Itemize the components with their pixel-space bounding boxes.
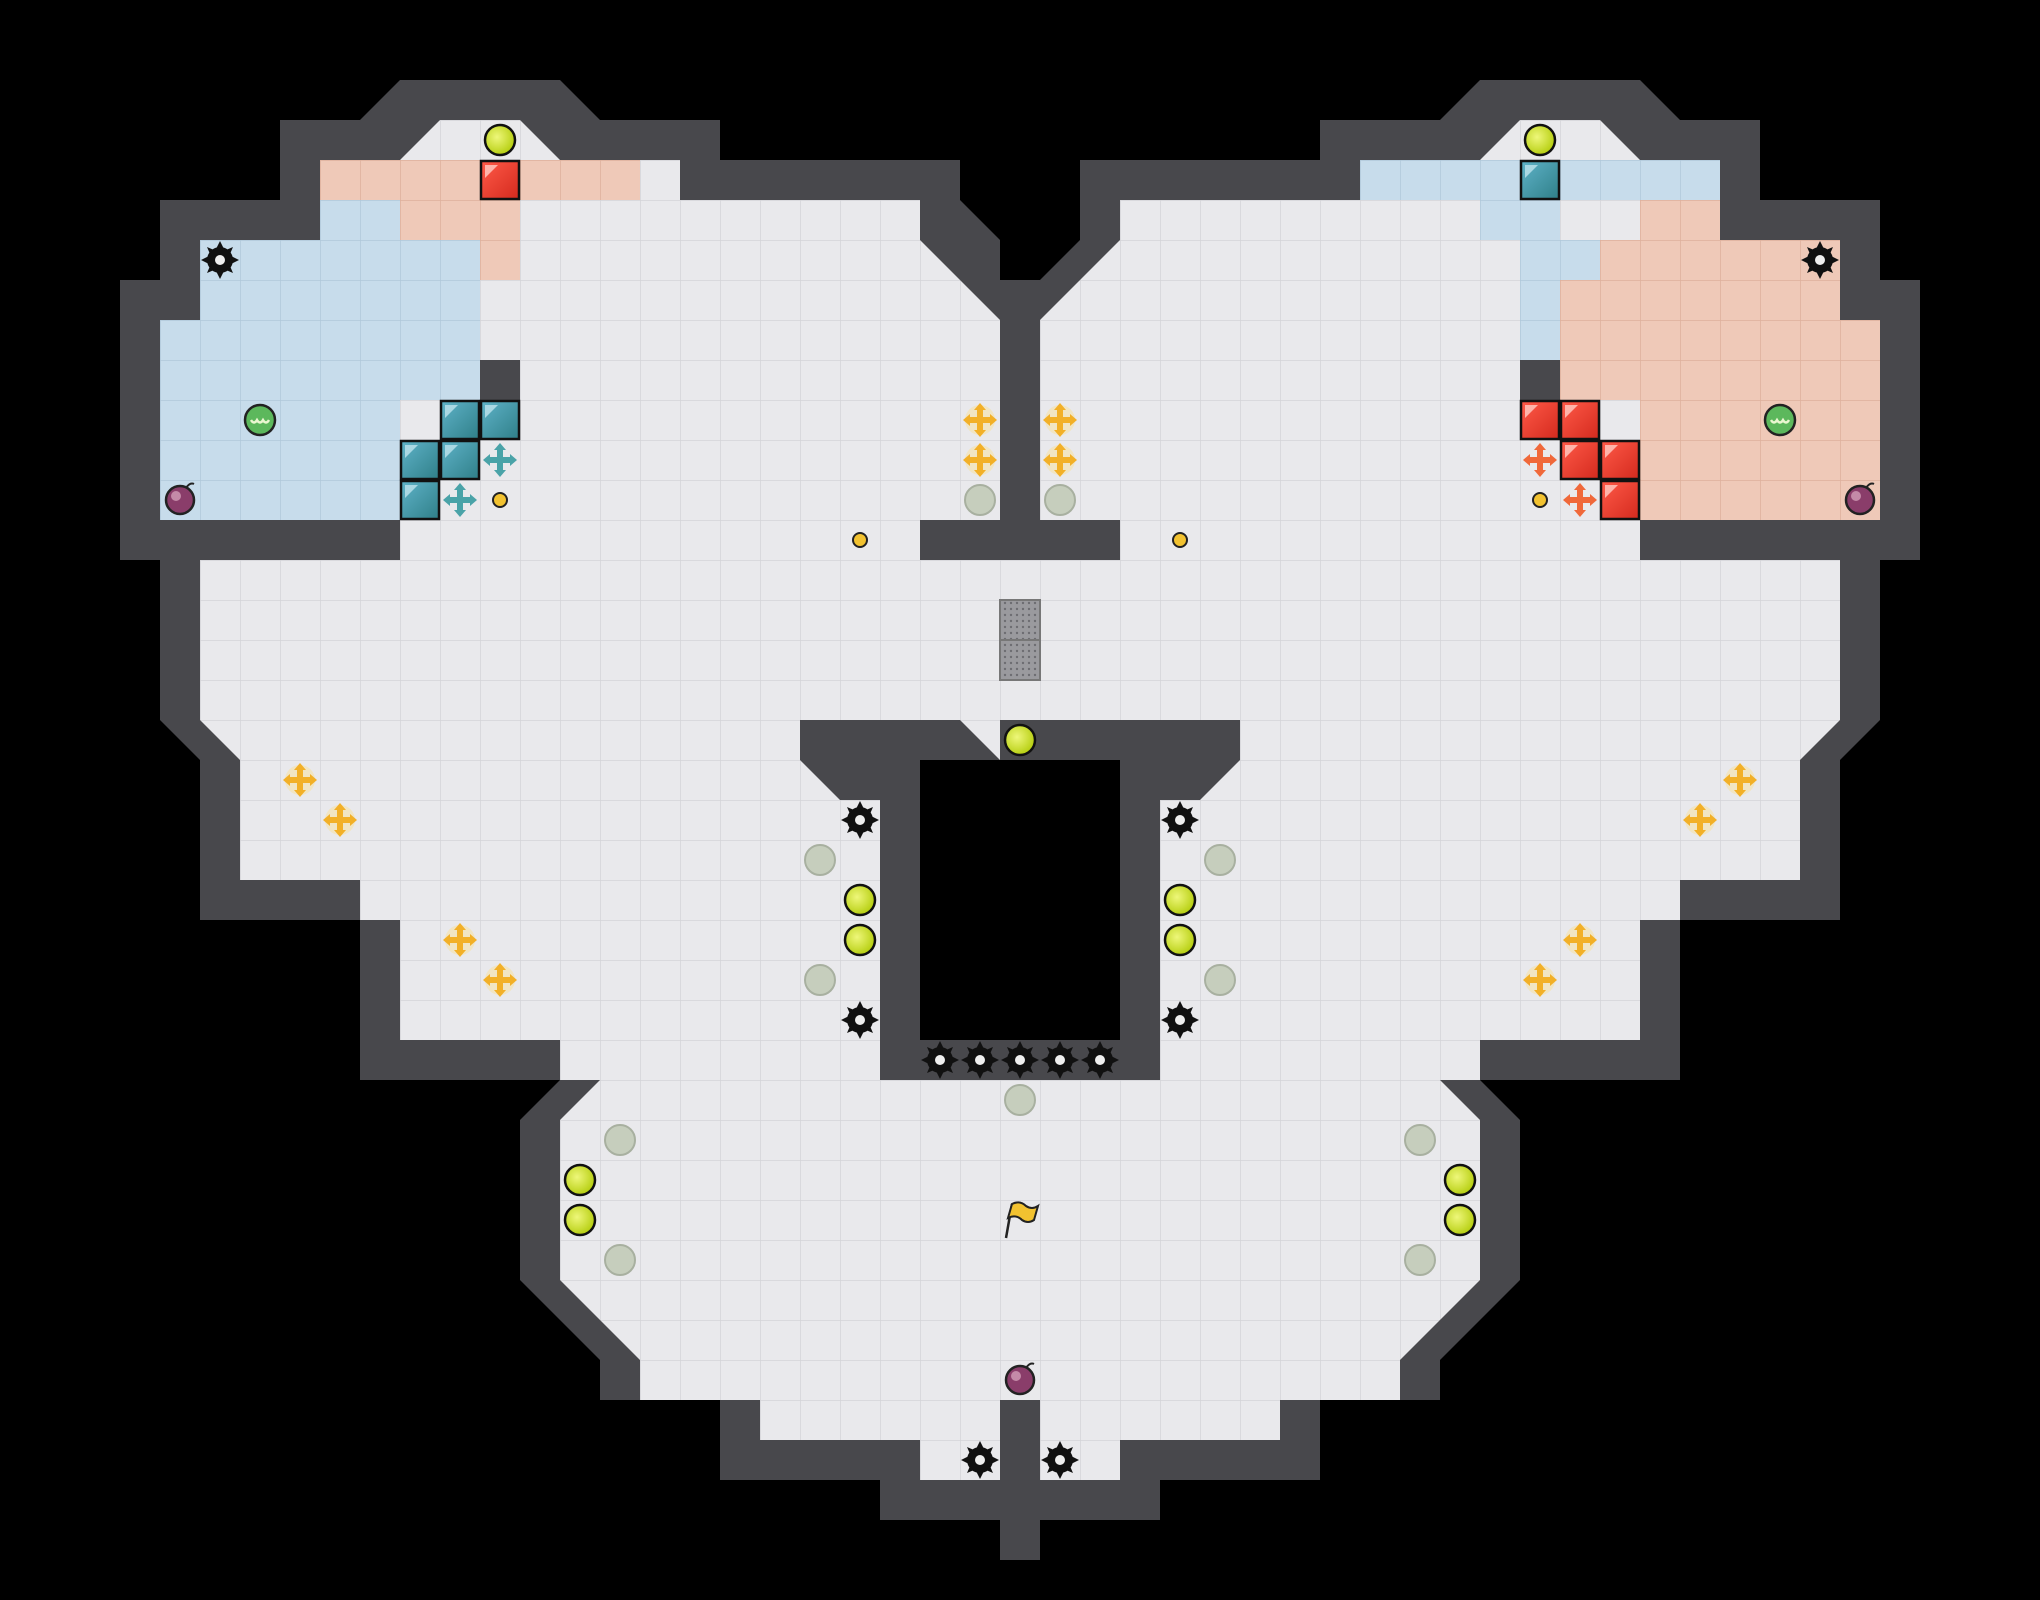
button-icon (843, 923, 877, 957)
powerup-icon (852, 532, 868, 548)
powerup-icon (1532, 492, 1548, 508)
button-icon (1443, 1163, 1477, 1197)
powerup-icon (492, 492, 508, 508)
button-icon (1443, 1203, 1477, 1237)
blue-flag-tile (1519, 159, 1561, 201)
button-icon (1163, 923, 1197, 957)
inactive-button-icon (804, 964, 836, 996)
inner-walls (160, 280, 1920, 1560)
inactive-button-icon (1404, 1124, 1436, 1156)
button-icon (1163, 883, 1197, 917)
inactive-button-icon (804, 844, 836, 876)
inactive-button-icon (1204, 844, 1236, 876)
inactive-button-icon (1004, 1084, 1036, 1116)
inactive-button-icon (1204, 964, 1236, 996)
blue-team-tile (439, 399, 481, 441)
button-icon (483, 123, 517, 157)
blue-base-zone (160, 160, 640, 520)
red-team-tile (1559, 399, 1601, 441)
button-icon (1523, 123, 1557, 157)
blue-team-tile (399, 439, 441, 481)
red-team-tile (1519, 399, 1561, 441)
portal-icon (243, 403, 277, 437)
button-icon (843, 883, 877, 917)
inactive-button-icon (1044, 484, 1076, 516)
powerup-icon (1172, 532, 1188, 548)
gate-group (999, 599, 1041, 681)
button-icon (563, 1163, 597, 1197)
inactive-button-icon (604, 1244, 636, 1276)
inactive-button-icon (604, 1124, 636, 1156)
flag-icon (1004, 1201, 1040, 1239)
gate-tile (999, 639, 1041, 681)
blue-team-tile (439, 439, 481, 481)
blue-team-tile (399, 479, 441, 521)
inactive-button-icon (964, 484, 996, 516)
blue-team-tile (479, 399, 521, 441)
portal-icon (1763, 403, 1797, 437)
button-icon (563, 1203, 597, 1237)
gate-tile (999, 599, 1041, 641)
inactive-button-icon (1404, 1244, 1436, 1276)
red-team-tile (1559, 439, 1601, 481)
red-team-tile (1599, 439, 1641, 481)
red-flag-tile (479, 159, 521, 201)
button-icon (1003, 723, 1037, 757)
red-team-tile (1599, 479, 1641, 521)
powerup-markers (492, 492, 1548, 548)
